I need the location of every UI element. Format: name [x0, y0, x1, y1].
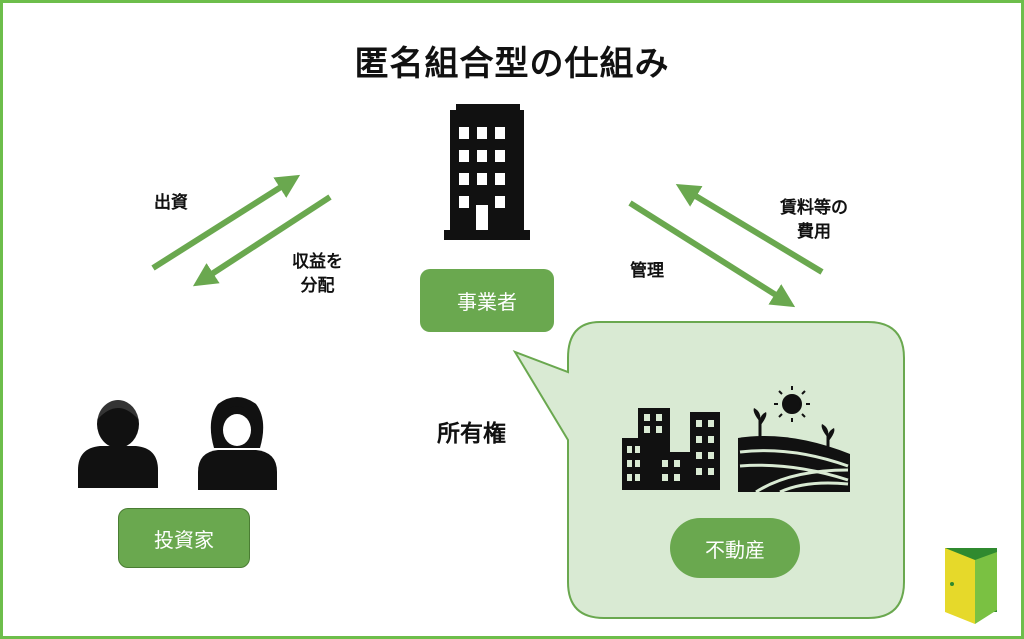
farmland-icon — [738, 408, 850, 494]
investors-box: 投資家 — [118, 508, 250, 568]
operator-box: 事業者 — [420, 269, 554, 332]
management-label: 管理 — [630, 261, 664, 281]
sun-icon — [774, 386, 810, 422]
profit-distribution-arrow — [192, 194, 332, 287]
rent-label-line2: 費用 — [797, 222, 831, 242]
management-arrow — [628, 200, 796, 308]
rent-expense-label: 賃料等の 費用 — [780, 196, 848, 244]
building-icon — [444, 104, 530, 240]
profit-label-line2: 分配 — [300, 276, 335, 296]
door-logo-icon — [945, 548, 997, 624]
diagram-title: 匿名組合型の仕組み — [354, 44, 670, 84]
rent-expense-arrow — [675, 184, 824, 275]
investment-label: 出資 — [154, 193, 188, 213]
ownership-label: 所有権 — [437, 421, 506, 447]
profit-distribution-label: 収益を 分配 — [292, 250, 343, 298]
rent-label-line1: 賃料等の — [780, 198, 848, 218]
man-icon — [78, 400, 158, 488]
profit-label-line1: 収益を — [292, 252, 343, 272]
real-estate-box: 不動産 — [670, 518, 800, 578]
investment-arrow — [151, 174, 301, 271]
